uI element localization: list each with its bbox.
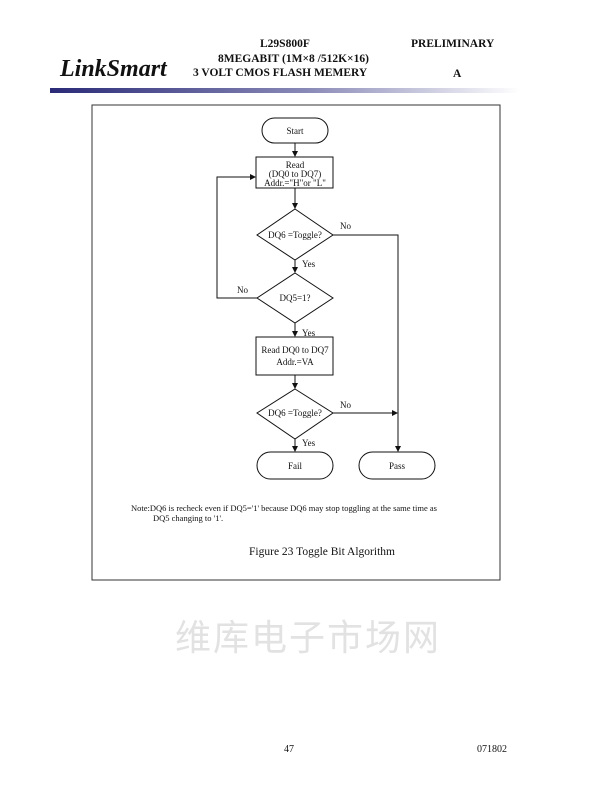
description: 3 VOLT CMOS FLASH MEMERY <box>193 67 368 79</box>
no-label-2: No <box>237 285 248 295</box>
pass-terminal <box>358 451 436 480</box>
figure-caption: Figure 23 Toggle Bit Algorithm <box>249 546 395 558</box>
revision: A <box>453 68 462 80</box>
read2-line1: Read DQ0 to DQ7 <box>261 345 329 355</box>
fail-terminal <box>256 451 334 480</box>
note-line-2: DQ5 changing to '1'. <box>153 513 223 523</box>
yes-label-3: Yes <box>302 438 316 448</box>
no-label-1: No <box>340 221 351 231</box>
decision1-label: DQ6 =Toggle? <box>268 230 322 240</box>
no-label-3: No <box>340 400 351 410</box>
decision3-label: DQ6 =Toggle? <box>268 408 322 418</box>
read-box-2 <box>255 336 334 376</box>
read2-line2: Addr.=VA <box>276 357 314 367</box>
yes-label-2: Yes <box>302 328 316 338</box>
decision2-label: DQ5=1? <box>279 293 310 303</box>
density: 8MEGABIT (1M×8 /512K×16) <box>218 53 369 65</box>
page-number: 47 <box>284 744 294 755</box>
pass-label: Pass <box>389 461 406 471</box>
doc-code: 071802 <box>477 744 507 755</box>
part-number: L29S800F <box>260 38 310 50</box>
yes-label-1: Yes <box>302 259 316 269</box>
read1-line2: (DQ0 to DQ7) <box>269 169 322 179</box>
start-label: Start <box>287 126 304 136</box>
status: PRELIMINARY <box>411 38 495 50</box>
figure-frame <box>91 104 501 581</box>
read1-line1: Read <box>286 160 305 170</box>
watermark: 维库电子市场网 <box>175 618 441 658</box>
logo: LinkSmart <box>60 56 167 82</box>
header-divider <box>50 88 520 93</box>
fail-label: Fail <box>288 461 303 471</box>
note-line-1: Note:DQ6 is recheck even if DQ5='1' beca… <box>131 503 437 513</box>
read1-line3: Addr.="H"or "L" <box>264 178 326 188</box>
